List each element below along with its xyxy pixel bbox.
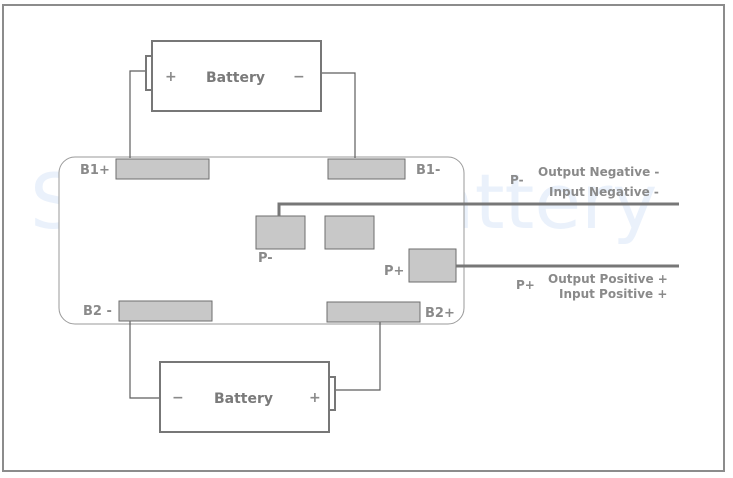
pad-p-plus: [408, 248, 457, 283]
battery-bottom-terminal: [328, 376, 336, 411]
label-output-p-minus: P-: [510, 173, 524, 187]
pad-middle: [324, 215, 375, 250]
pad-b1-plus: [115, 158, 210, 180]
label-b1-minus: B1-: [416, 163, 440, 178]
battery-top-plus-sign: +: [165, 69, 177, 85]
label-input-negative: Input Negative -: [549, 185, 659, 199]
label-b2-plus: B2+: [425, 306, 455, 321]
wire-b2-plus: [336, 322, 381, 391]
pad-p-minus: [255, 215, 306, 250]
battery-top: + Battery −: [145, 40, 322, 112]
pad-b2-minus: [118, 300, 213, 322]
battery-bottom: − Battery +: [159, 361, 336, 433]
wire-b1-plus: [129, 70, 146, 158]
battery-top-minus-sign: −: [293, 69, 305, 85]
battery-top-terminal: [145, 55, 153, 91]
pad-b2-plus: [326, 301, 421, 323]
pad-b1-minus: [327, 158, 406, 180]
battery-bottom-plus-sign: +: [309, 390, 321, 406]
battery-bottom-label: Battery: [214, 391, 273, 407]
label-p-minus: P-: [258, 251, 273, 266]
label-input-positive: Input Positive +: [559, 287, 667, 301]
wire-p-minus-output: [277, 202, 679, 216]
label-p-plus: P+: [384, 264, 404, 279]
label-output-p-plus: P+: [516, 278, 535, 292]
label-b2-minus: B2 -: [83, 304, 112, 319]
battery-bottom-body: [159, 361, 330, 433]
wire-b1-minus: [321, 72, 356, 158]
label-output-negative: Output Negative -: [538, 165, 659, 179]
label-b1-plus: B1+: [80, 163, 110, 178]
battery-bottom-minus-sign: −: [172, 390, 184, 406]
battery-top-label: Battery: [206, 70, 265, 86]
label-output-positive: Output Positive +: [548, 272, 668, 286]
wire-b2-minus: [129, 320, 160, 399]
